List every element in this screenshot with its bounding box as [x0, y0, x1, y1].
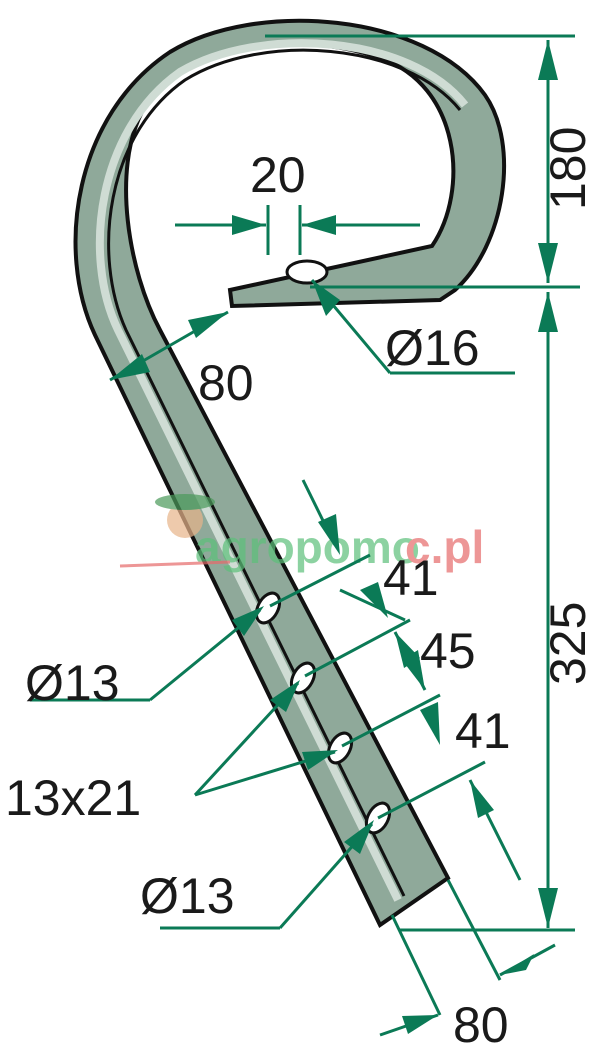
dim-hole-spacing-3: 41 [455, 703, 511, 759]
flange-hole [285, 259, 329, 285]
dim-bottom-hole: Ø13 [140, 868, 235, 924]
dim-top-hole: Ø13 [25, 655, 120, 711]
dim-flange-gap: 20 [250, 147, 306, 203]
dim-hole-spacing-2: 45 [420, 623, 476, 679]
tine-edge-highlight [95, 39, 469, 902]
dim-flange-hole: Ø16 [385, 320, 480, 376]
dim-shank-length: 325 [540, 602, 596, 685]
dim-shank-width: 80 [453, 997, 509, 1053]
dim-coil-width: 80 [198, 355, 254, 411]
dimension-lines [30, 34, 580, 1037]
tine-edge-outline [107, 48, 462, 897]
dim-slots: 13x21 [5, 770, 141, 826]
svg-text:c.pl: c.pl [405, 521, 484, 573]
dim-coil-height: 180 [540, 127, 596, 210]
watermark: agropomo c.pl [119, 494, 484, 573]
dim-hole-spacing-1: 41 [383, 550, 439, 606]
svg-text:agropomo: agropomo [195, 521, 420, 573]
